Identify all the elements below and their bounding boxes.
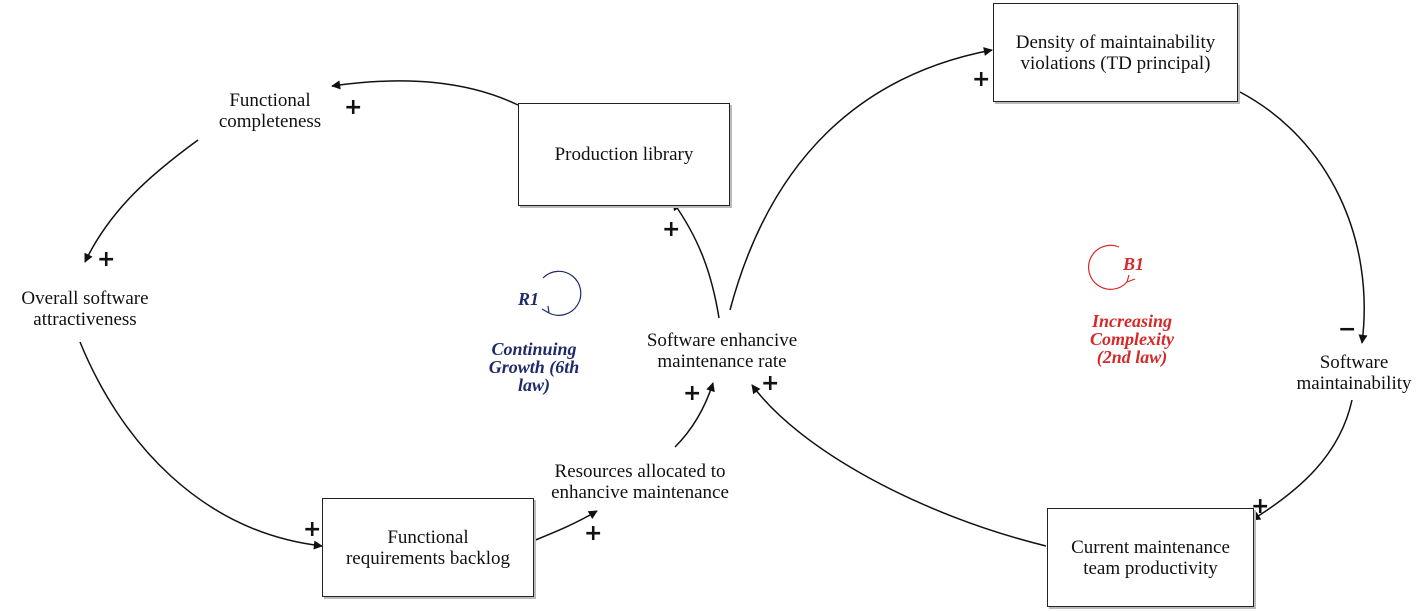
stock-label: Current maintenance team productivity bbox=[1071, 536, 1230, 579]
polarity-plus: + bbox=[344, 95, 363, 120]
polarity-plus: + bbox=[972, 67, 991, 92]
var-overall-attractiveness: Overall software attractiveness bbox=[21, 288, 149, 330]
loop-b1-name: Increasing Complexity (2nd law) bbox=[1090, 311, 1174, 367]
link-rate-to-library bbox=[672, 201, 720, 319]
loop-b1-id: B1 bbox=[1123, 254, 1145, 274]
link-productivity-to-rate bbox=[751, 384, 1047, 547]
loop-r1-id: R1 bbox=[518, 289, 540, 309]
stock-team-productivity: Current maintenance team productivity bbox=[1047, 508, 1254, 607]
stock-label: Density of maintainability violations (T… bbox=[1015, 31, 1216, 74]
link-completeness-to-attractiveness bbox=[84, 139, 199, 263]
polarity-plus: + bbox=[97, 247, 116, 272]
loop-b1-symbol bbox=[1088, 244, 1136, 290]
link-rate-to-density bbox=[729, 47, 993, 311]
loop-r1-name: Continuing Growth (6th law) bbox=[488, 339, 580, 395]
link-attractiveness-to-backlog bbox=[79, 341, 323, 550]
polarity-plus: + bbox=[761, 371, 780, 396]
link-library-to-completeness bbox=[331, 80, 519, 106]
var-enhancive-rate: Software enhancive maintenance rate bbox=[646, 330, 798, 372]
link-maintainability-to-productivity bbox=[1251, 399, 1353, 521]
var-resources-allocated: Resources allocated to enhancive mainten… bbox=[551, 461, 729, 503]
link-resources-to-rate bbox=[674, 382, 715, 448]
var-functional-completeness: Functional completeness bbox=[218, 90, 322, 132]
polarity-plus: + bbox=[303, 517, 322, 542]
polarity-plus: + bbox=[584, 521, 603, 546]
polarity-minus: − bbox=[1338, 317, 1357, 342]
stock-density-violations: Density of maintainability violations (T… bbox=[993, 3, 1238, 102]
link-density-to-maintainability bbox=[1239, 91, 1368, 344]
stock-label: Production library bbox=[554, 144, 694, 165]
stock-functional-backlog: Functional requirements backlog bbox=[322, 498, 534, 597]
link-backlog-to-resources bbox=[532, 510, 598, 542]
polarity-plus: + bbox=[683, 381, 702, 406]
loop-r1-symbol bbox=[541, 270, 582, 316]
stock-label: Functional requirements backlog bbox=[345, 526, 511, 569]
polarity-plus: + bbox=[662, 217, 681, 242]
polarity-plus: + bbox=[1251, 494, 1270, 519]
var-software-maintainability: Software maintainability bbox=[1296, 352, 1412, 394]
stock-production-library: Production library bbox=[518, 103, 730, 206]
